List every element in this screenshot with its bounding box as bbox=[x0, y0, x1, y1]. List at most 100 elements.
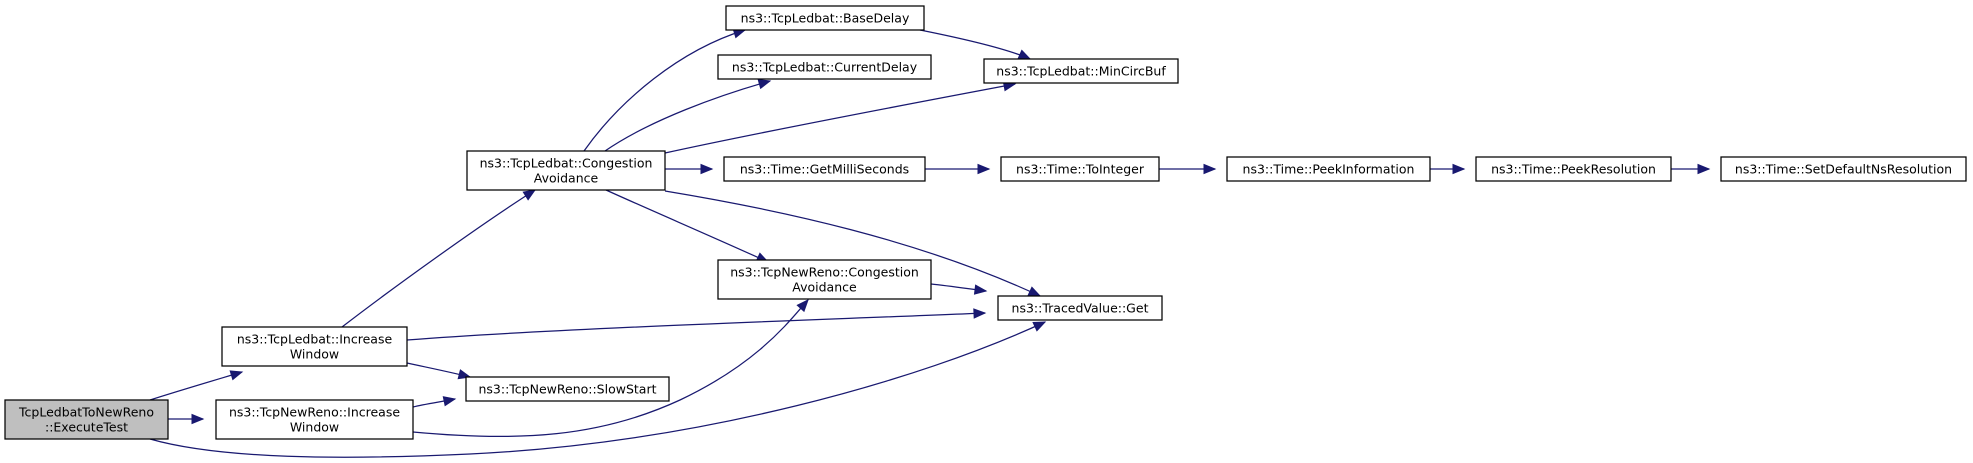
node-label: ns3::TcpLedbat::BaseDelay bbox=[741, 11, 910, 26]
edge-line bbox=[919, 29, 1031, 60]
edge-line bbox=[664, 190, 1041, 297]
node-label: TcpLedbatToNewReno bbox=[18, 405, 154, 420]
node-label: ns3::TcpNewReno::Congestion bbox=[730, 265, 919, 280]
edge-n2-n4 bbox=[412, 396, 457, 408]
node-label: ns3::TracedValue::Get bbox=[1012, 301, 1149, 316]
node-n12[interactable]: ns3::Time::PeekInformation bbox=[1226, 156, 1431, 182]
edge-line bbox=[604, 80, 771, 152]
edge-n1-n11 bbox=[406, 308, 987, 341]
edge-line bbox=[583, 29, 746, 152]
edges-layer bbox=[149, 28, 1711, 458]
edge-line bbox=[412, 299, 809, 438]
edge-n3-n8 bbox=[605, 189, 770, 263]
edge-n1-n4 bbox=[406, 362, 472, 380]
edge-line bbox=[406, 312, 986, 341]
node-box bbox=[1475, 156, 1672, 182]
arrowhead-icon bbox=[1032, 321, 1047, 332]
arrowhead-icon bbox=[757, 79, 772, 90]
edge-n13-n14 bbox=[1671, 163, 1711, 175]
edge-n10-n12 bbox=[1159, 163, 1217, 175]
edge-n5-n9 bbox=[919, 29, 1032, 60]
node-n7[interactable]: ns3::Time::GetMilliSeconds bbox=[723, 156, 926, 182]
node-box bbox=[221, 326, 408, 367]
edge-n7-n10 bbox=[925, 163, 991, 175]
edge-n1-n3 bbox=[341, 189, 537, 328]
arrowhead-icon bbox=[522, 189, 537, 201]
arrowhead-icon bbox=[191, 413, 205, 425]
edge-n3-n5 bbox=[583, 28, 747, 152]
edge-n3-n11 bbox=[664, 190, 1042, 297]
edge-n3-n7 bbox=[665, 163, 714, 175]
node-n6[interactable]: ns3::TcpLedbat::CurrentDelay bbox=[717, 54, 932, 80]
edge-n0-n2 bbox=[168, 413, 205, 425]
edge-line bbox=[664, 83, 1016, 154]
node-box bbox=[466, 150, 666, 191]
arrowhead-icon bbox=[977, 163, 991, 175]
node-label: ns3::TcpNewReno::Increase bbox=[229, 405, 400, 420]
arrowhead-icon bbox=[700, 163, 714, 175]
node-label: ::ExecuteTest bbox=[45, 420, 128, 435]
edge-n3-n9 bbox=[664, 80, 1017, 154]
arrowhead-icon bbox=[1697, 163, 1711, 175]
node-n10[interactable]: ns3::Time::ToInteger bbox=[1000, 156, 1160, 182]
node-n13[interactable]: ns3::Time::PeekResolution bbox=[1475, 156, 1672, 182]
edge-n3-n6 bbox=[604, 79, 772, 152]
nodes-layer: TcpLedbatToNewReno::ExecuteTest ns3::TcpL… bbox=[4, 5, 1967, 440]
arrowhead-icon bbox=[796, 299, 809, 313]
edge-line bbox=[149, 321, 1046, 458]
node-box bbox=[4, 399, 169, 440]
node-n0[interactable]: TcpLedbatToNewReno::ExecuteTest bbox=[4, 399, 169, 440]
edge-n0-n1 bbox=[149, 370, 244, 401]
node-label: Window bbox=[290, 347, 339, 362]
node-n14[interactable]: ns3::Time::SetDefaultNsResolution bbox=[1720, 156, 1967, 182]
node-box bbox=[465, 376, 670, 402]
arrowhead-icon bbox=[973, 308, 987, 319]
node-label: Avoidance bbox=[534, 171, 599, 186]
node-label: ns3::Time::ToInteger bbox=[1016, 162, 1145, 177]
edge-n0-n11 bbox=[149, 321, 1047, 458]
edge-n8-n11 bbox=[930, 283, 988, 295]
node-box bbox=[983, 58, 1179, 84]
node-label: ns3::Time::GetMilliSeconds bbox=[740, 162, 909, 177]
node-n4[interactable]: ns3::TcpNewReno::SlowStart bbox=[465, 376, 670, 402]
node-label: ns3::TcpLedbat::Increase bbox=[237, 332, 393, 347]
edge-line bbox=[605, 189, 769, 263]
node-box bbox=[1226, 156, 1431, 182]
arrowhead-icon bbox=[973, 284, 988, 295]
node-label: ns3::TcpLedbat::CurrentDelay bbox=[732, 60, 918, 75]
node-label: Window bbox=[290, 420, 339, 435]
arrowhead-icon bbox=[1203, 163, 1217, 175]
node-box bbox=[725, 5, 925, 31]
node-box bbox=[717, 54, 932, 80]
arrowhead-icon bbox=[1452, 163, 1466, 175]
node-box bbox=[215, 399, 414, 440]
edge-n2-n8 bbox=[412, 299, 809, 438]
arrowhead-icon bbox=[229, 370, 244, 381]
node-label: Avoidance bbox=[792, 280, 857, 295]
arrowhead-icon bbox=[1027, 286, 1042, 297]
node-label: ns3::Time::SetDefaultNsResolution bbox=[1735, 162, 1952, 177]
node-label: ns3::TcpLedbat::Congestion bbox=[480, 156, 653, 171]
node-n5[interactable]: ns3::TcpLedbat::BaseDelay bbox=[725, 5, 925, 31]
arrowhead-icon bbox=[442, 396, 457, 407]
edge-line bbox=[341, 189, 536, 328]
node-box bbox=[1000, 156, 1160, 182]
node-box bbox=[1720, 156, 1967, 182]
node-box bbox=[997, 295, 1163, 321]
node-box bbox=[723, 156, 926, 182]
node-label: ns3::Time::PeekInformation bbox=[1243, 162, 1415, 177]
node-label: ns3::TcpNewReno::SlowStart bbox=[478, 382, 656, 397]
node-n11[interactable]: ns3::TracedValue::Get bbox=[997, 295, 1163, 321]
node-box bbox=[717, 259, 932, 300]
edge-n12-n13 bbox=[1430, 163, 1466, 175]
node-label: ns3::TcpLedbat::MinCircBuf bbox=[996, 64, 1166, 79]
node-n9[interactable]: ns3::TcpLedbat::MinCircBuf bbox=[983, 58, 1179, 84]
edge-line bbox=[149, 371, 243, 401]
node-label: ns3::Time::PeekResolution bbox=[1491, 162, 1656, 177]
arrowhead-icon bbox=[1017, 49, 1032, 60]
